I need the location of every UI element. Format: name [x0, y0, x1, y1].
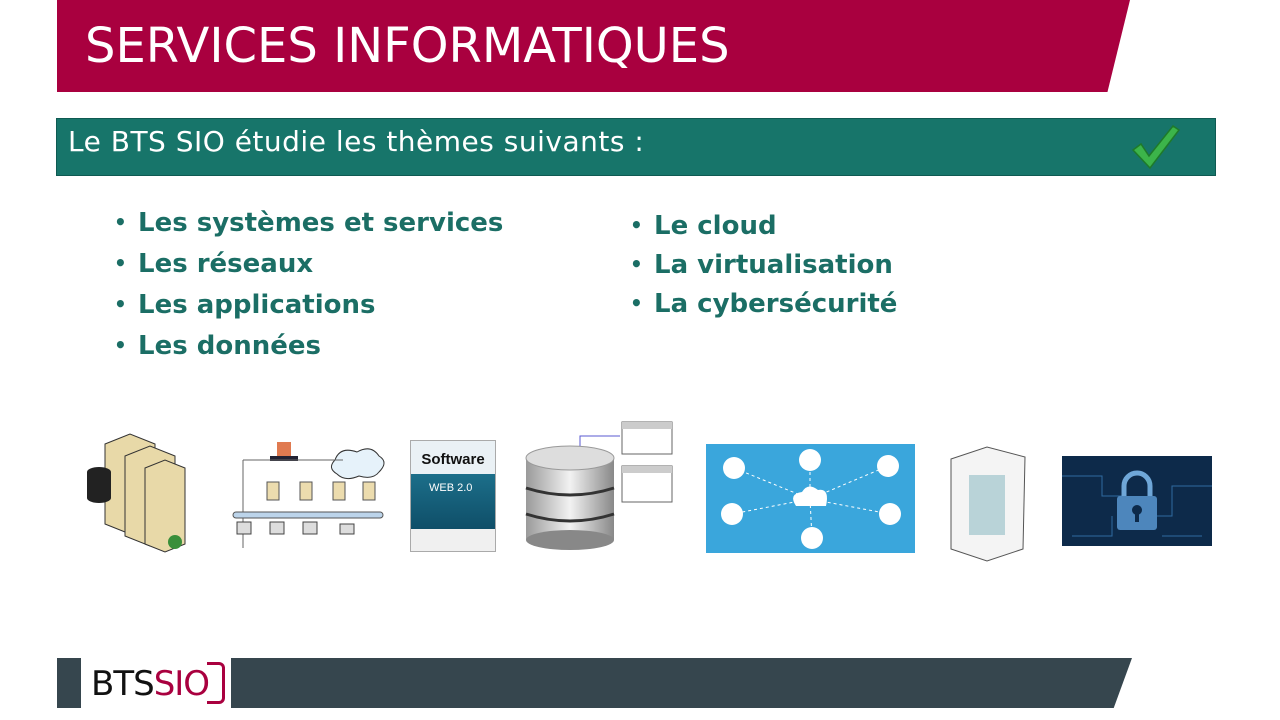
- subtitle-bar: Le BTS SIO étudie les thèmes suivants :: [56, 118, 1216, 176]
- software-box-image: Software WEB 2.0: [410, 440, 496, 552]
- themes-list-right: Le cloud La virtualisation La cybersécur…: [630, 211, 897, 328]
- list-item: La cybersécurité: [630, 289, 897, 328]
- software-box-sublabel: WEB 2.0: [429, 482, 473, 494]
- title-bar: [57, 0, 1130, 92]
- logo-sio: SIO: [153, 664, 210, 704]
- logo-bracket: [207, 662, 225, 704]
- network-diagram-image: [232, 442, 385, 548]
- checkmark-icon: [1131, 124, 1181, 170]
- database-image: [525, 421, 673, 550]
- virtualisation-image: [950, 446, 1026, 562]
- servers-image: [87, 433, 186, 553]
- list-item: La virtualisation: [630, 250, 897, 289]
- list-item: Le cloud: [630, 211, 897, 250]
- list-item: Les données: [114, 331, 503, 372]
- subtitle: Le BTS SIO étudie les thèmes suivants :: [68, 125, 645, 158]
- logo-bts: BTS: [91, 664, 155, 704]
- cloud-image: [706, 444, 915, 553]
- themes-list-left: Les systèmes et services Les réseaux Les…: [114, 208, 503, 372]
- slide-title: SERVICES INFORMATIQUES: [85, 18, 730, 74]
- list-item: Les applications: [114, 290, 503, 331]
- software-box-label: Software: [421, 451, 485, 468]
- list-item: Les systèmes et services: [114, 208, 503, 249]
- list-item: Les réseaux: [114, 249, 503, 290]
- cybersecurity-image: [1062, 456, 1212, 546]
- btssio-logo: BTSSIO: [81, 658, 231, 708]
- footer-bar: [57, 658, 1132, 708]
